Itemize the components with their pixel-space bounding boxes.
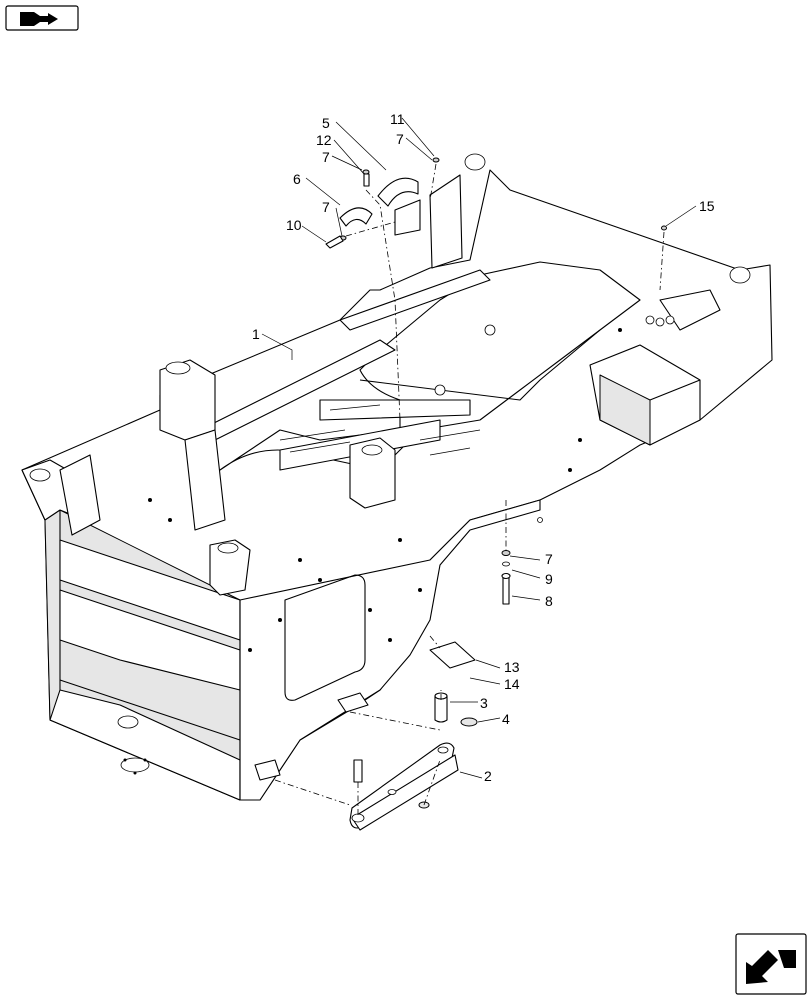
- book-arrow-icon[interactable]: [5, 5, 79, 31]
- pin-part: [434, 692, 448, 723]
- callout-10: 10: [286, 217, 302, 233]
- callout-12: 12: [316, 132, 332, 148]
- callout-7c: 7: [322, 199, 330, 215]
- callout-4: 4: [502, 711, 510, 727]
- callout-7b: 7: [396, 131, 404, 147]
- callout-14: 14: [504, 676, 520, 692]
- callout-15: 15: [699, 198, 715, 214]
- top-clamp-hardware: [325, 157, 667, 249]
- callout-13: 13: [504, 659, 520, 675]
- callout-7d: 7: [545, 551, 553, 567]
- nut-part: [460, 717, 478, 727]
- cover-plate-part: [429, 641, 476, 669]
- callout-6: 6: [293, 171, 301, 187]
- loader-main-frame: [21, 153, 773, 801]
- link-plate-part: [349, 742, 459, 831]
- callout-5: 5: [322, 115, 330, 131]
- callout-11: 11: [390, 111, 405, 127]
- callout-9: 9: [545, 571, 553, 587]
- callout-2: 2: [484, 768, 492, 784]
- bolt-washer-stack: [501, 550, 511, 605]
- callout-8: 8: [545, 593, 553, 609]
- assembly-lines: [274, 163, 665, 815]
- callout-labels: 1 2 3 4 5 6 7 7 7 7 8 9 10 11 12 13 14 1…: [252, 111, 715, 784]
- callout-1: 1: [252, 326, 260, 342]
- callout-7a: 7: [322, 149, 330, 165]
- callout-3: 3: [480, 695, 488, 711]
- next-page-arrow-icon[interactable]: [735, 933, 807, 995]
- leader-lines: [261, 117, 697, 779]
